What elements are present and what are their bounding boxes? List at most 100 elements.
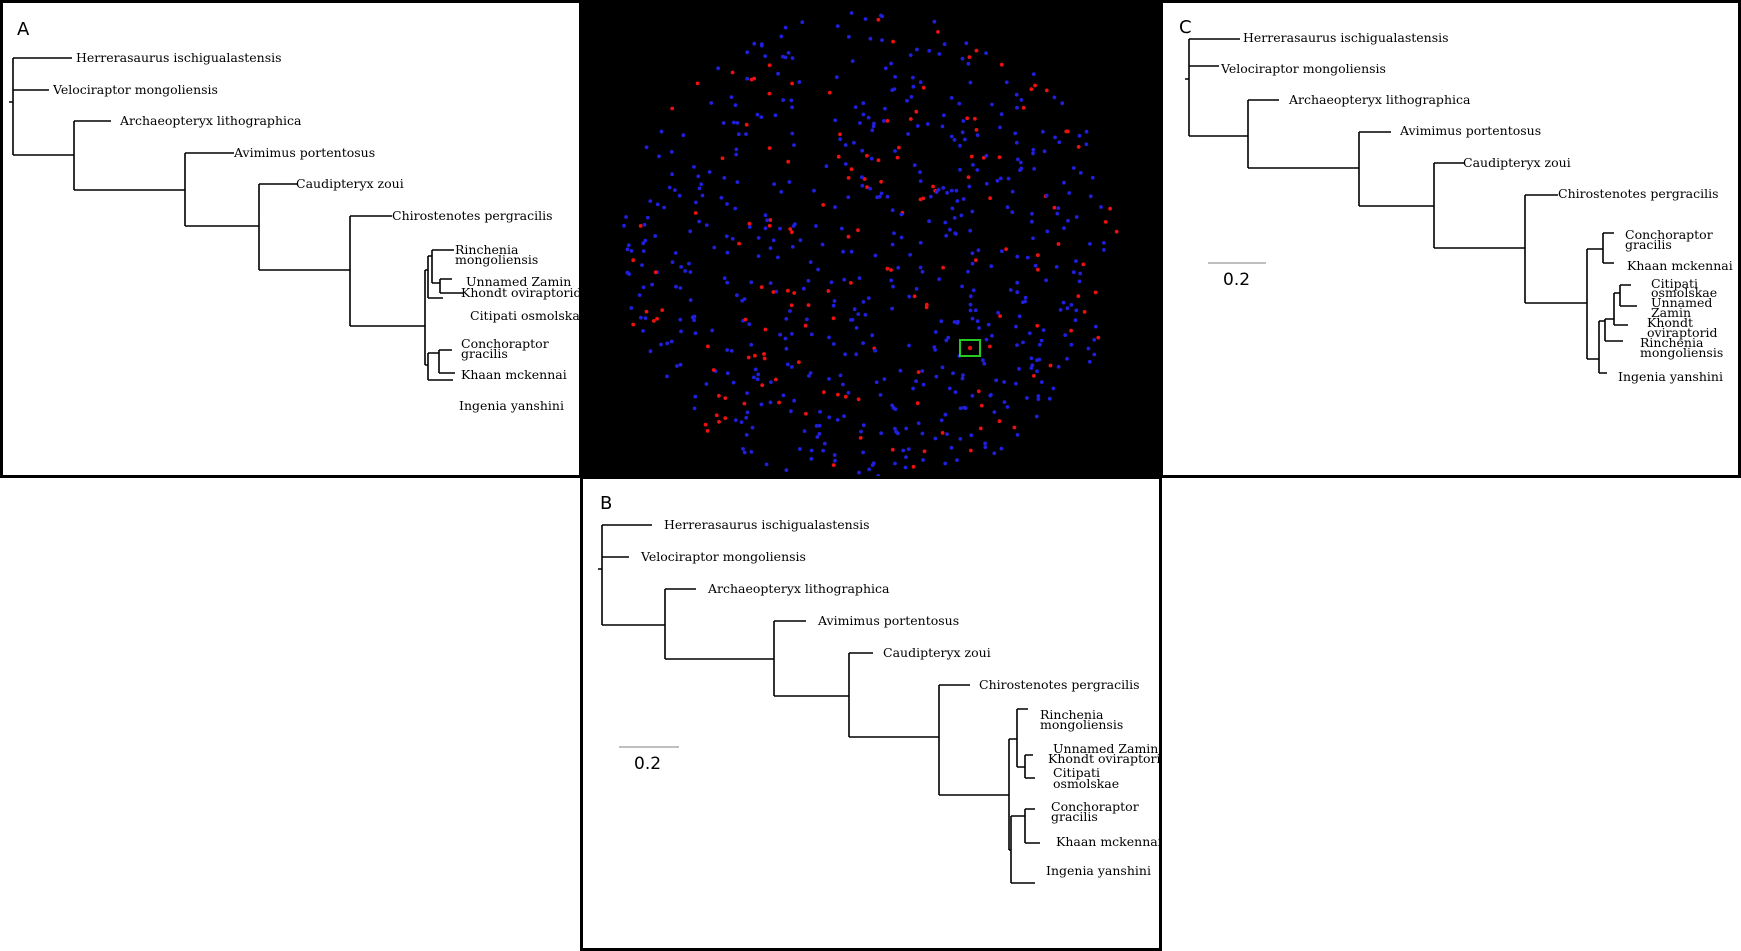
point: [675, 364, 679, 368]
point: [1033, 263, 1038, 268]
point: [688, 229, 693, 234]
point: [645, 215, 650, 220]
point: [801, 286, 806, 291]
point: [918, 170, 922, 175]
point: [769, 380, 773, 384]
point: [969, 433, 974, 438]
point: [978, 426, 983, 431]
point: [861, 112, 866, 117]
point: [883, 106, 887, 111]
tree-tips: Herrerasaurus ischigualastensis Velocira…: [52, 50, 579, 413]
point: [783, 55, 788, 60]
point: [968, 308, 973, 313]
taxon-label: Citipati: [1053, 765, 1100, 780]
point: [966, 269, 970, 274]
tree-c-svg: C 0.2 Herrerasaurus ischigualastensis Ve…: [1179, 17, 1733, 384]
point: [1071, 270, 1076, 275]
point: [1047, 396, 1052, 401]
tree-panel-b: B 0.2 Herrerasaurus ischigualastensis Ve…: [580, 476, 1162, 951]
point: [890, 306, 894, 311]
point: [641, 285, 646, 290]
point: [777, 400, 781, 405]
point: [1090, 175, 1095, 180]
point: [789, 98, 794, 103]
point: [984, 181, 989, 186]
taxon-label: Rinchenia: [455, 242, 519, 257]
point: [1005, 405, 1010, 409]
panel-label: B: [600, 493, 612, 514]
panel-label: C: [1179, 17, 1192, 38]
point: [1018, 160, 1023, 165]
point: [1016, 157, 1020, 162]
point: [790, 81, 794, 86]
point: [1056, 206, 1061, 211]
point: [731, 120, 736, 125]
point: [744, 132, 748, 137]
point: [952, 138, 957, 142]
point: [871, 124, 876, 129]
point: [752, 375, 756, 380]
point: [1066, 218, 1070, 223]
point: [986, 322, 991, 327]
point: [1055, 211, 1060, 216]
point: [953, 390, 958, 394]
taxon-label: Chirostenotes pergracilis: [392, 208, 553, 223]
point: [707, 170, 712, 174]
point: [918, 240, 923, 245]
point: [731, 380, 736, 385]
point: [1012, 425, 1017, 430]
point: [835, 418, 840, 422]
point: [692, 406, 697, 411]
point: [1013, 131, 1018, 136]
point: [1036, 267, 1040, 272]
point: [997, 155, 1002, 160]
point: [906, 447, 911, 451]
point: [834, 75, 839, 80]
point: [893, 407, 898, 411]
point: [960, 56, 965, 61]
point: [882, 119, 886, 123]
point: [764, 462, 769, 467]
point: [1023, 299, 1027, 304]
point: [945, 191, 949, 195]
point: [843, 352, 847, 357]
point: [699, 182, 704, 187]
point: [677, 193, 682, 198]
point: [940, 124, 945, 129]
point: [779, 34, 784, 39]
point: [1051, 386, 1056, 391]
point: [1053, 135, 1057, 140]
point: [739, 420, 744, 424]
point: [961, 119, 966, 123]
point: [918, 80, 923, 85]
scale-bar: 0.2: [619, 746, 679, 774]
point: [960, 130, 965, 135]
point: [655, 202, 660, 207]
point: [745, 410, 750, 415]
point: [747, 322, 752, 327]
tree-panel-c: C 0.2 Herrerasaurus ischigualastensis Ve…: [1160, 0, 1741, 478]
point: [872, 121, 876, 126]
point: [1023, 295, 1028, 300]
point: [920, 431, 925, 436]
point: [970, 251, 975, 256]
point: [868, 186, 872, 191]
point: [670, 172, 674, 177]
point: [896, 265, 901, 270]
point: [904, 455, 908, 459]
point: [747, 225, 752, 229]
point: [762, 356, 767, 361]
point: [957, 101, 962, 106]
point: [948, 227, 952, 232]
point: [640, 263, 644, 267]
point: [1093, 290, 1098, 295]
point: [969, 154, 974, 159]
point: [990, 333, 994, 338]
point: [679, 329, 683, 334]
point: [878, 393, 883, 397]
point: [856, 397, 861, 402]
point: [729, 95, 734, 99]
point: [1041, 328, 1046, 332]
point: [988, 393, 993, 398]
point: [911, 75, 915, 80]
